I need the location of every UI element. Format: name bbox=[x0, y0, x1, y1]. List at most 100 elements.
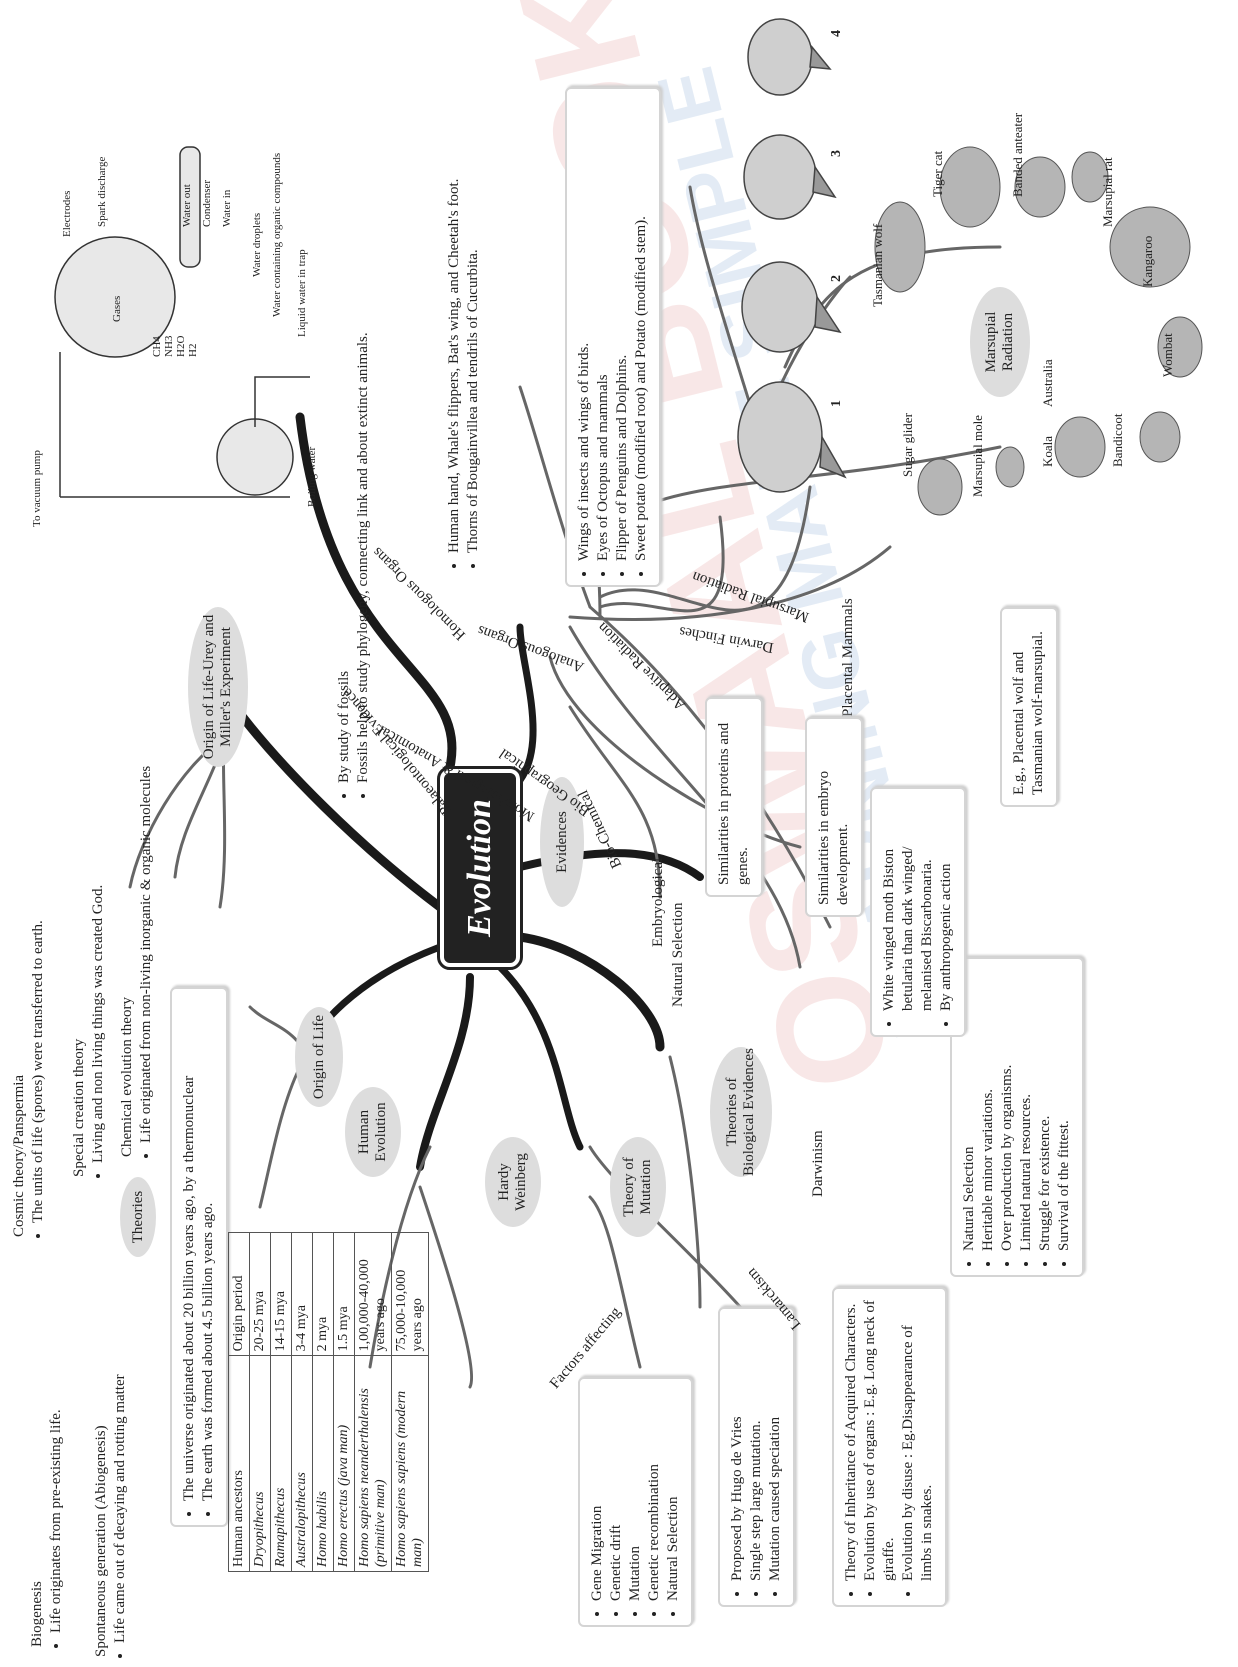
spontaneous-point: Life came out of decaying and rotting ma… bbox=[111, 1337, 130, 1643]
embryological-box: Similarities in embryo development. bbox=[805, 717, 863, 917]
analogous-point: Sweet potato (modified root) and Potato … bbox=[632, 99, 651, 561]
finch-number: 1 bbox=[829, 400, 844, 407]
special-creation-point: Living and non living things was created… bbox=[89, 737, 108, 1163]
table-row: Homo sapiens sapiens (modern man)75,000-… bbox=[391, 1232, 429, 1572]
theories-node: Theories bbox=[120, 1177, 156, 1257]
darwinism-point: Limited natural resources. bbox=[1017, 969, 1036, 1251]
embryological-label: Embryological bbox=[650, 857, 666, 947]
analogous-point: Eyes of Octopus and mammals bbox=[594, 99, 613, 561]
paleontological-point: By study of fossils bbox=[335, 317, 354, 783]
finch-head-icon bbox=[741, 261, 819, 353]
table-row: Homo sapiens neanderthalensis (primitive… bbox=[354, 1232, 392, 1572]
marsupial-name: Sugar glider bbox=[900, 413, 915, 477]
mutation-box: Proposed by Hugo de Vries Single step la… bbox=[718, 1307, 795, 1607]
gas-nh3: NH3 bbox=[163, 335, 175, 357]
chemical-evolution-theory: Chemical evolution theory Life originate… bbox=[118, 637, 156, 1157]
homologous-point: Human hand, Whale's flippers, Bat's wing… bbox=[445, 87, 464, 553]
earth-formed-point: The earth was formed about 4.5 billion y… bbox=[199, 999, 218, 1501]
biogenesis-point: Life originates from pre-existing life. bbox=[47, 1347, 66, 1633]
human-ancestors-table: Human ancestors Origin period Dryopithec… bbox=[228, 1232, 429, 1572]
analogous-point: Flipper of Penguins and Dolphins. bbox=[613, 99, 632, 561]
universe-origin-box: The universe originated about 20 billion… bbox=[170, 987, 228, 1527]
mutation-node: Theory of Mutation bbox=[610, 1137, 666, 1237]
cosmic-theory-title: Cosmic theory/Panspermia bbox=[11, 1074, 27, 1237]
finch-head-icon bbox=[743, 134, 817, 220]
marsupial-name: Wombat bbox=[1160, 333, 1175, 377]
marsupial-name: Marsupial mole bbox=[970, 415, 985, 497]
water-in-label: Water in bbox=[221, 189, 233, 227]
mutation-point: Mutation caused speciation bbox=[766, 1319, 785, 1581]
finch-number: 4 bbox=[829, 30, 844, 37]
homologous-box: Human hand, Whale's flippers, Bat's wing… bbox=[445, 87, 483, 567]
analogous-box: Wings of insects and wings of birds. Eye… bbox=[565, 87, 661, 587]
gases-label: Gases bbox=[111, 296, 123, 322]
miller-apparatus-diagram: Electrodes Spark discharge Gases Water o… bbox=[31, 146, 318, 527]
human-evolution-node: Human Evolution bbox=[345, 1087, 401, 1177]
factor-item: Genetic drift bbox=[607, 1389, 626, 1601]
chemical-evolution-title: Chemical evolution theory bbox=[119, 997, 135, 1157]
marsupial-name: Banded anteater bbox=[1010, 112, 1025, 197]
factor-item: Natural Selection bbox=[664, 1389, 683, 1601]
lamarckism-point: Evolution by disuse : Eg.Disappearance o… bbox=[899, 1299, 937, 1581]
vacuum-pump-label: To vacuum pump bbox=[31, 450, 43, 527]
marsupial-name: Bandicoot bbox=[1110, 413, 1125, 467]
lamarckism-box: Theory of Inheritance of Acquired Charac… bbox=[832, 1287, 947, 1607]
finch-number: 3 bbox=[829, 150, 844, 157]
biological-evidences-node: Theories of Biological Evidences bbox=[710, 1047, 772, 1177]
spontaneous-generation: Spontaneous generation (Abiogenesis) Lif… bbox=[92, 1337, 130, 1657]
table-header-ancestors: Human ancestors bbox=[228, 1355, 250, 1572]
paleontological-point: Fossils help to study phylogeny, connect… bbox=[354, 317, 373, 783]
hardy-weinberg-node: Hardy Weinberg bbox=[485, 1137, 541, 1227]
finch-number: 2 bbox=[829, 275, 844, 282]
darwinism-label: Darwinism bbox=[810, 1130, 826, 1197]
biogenesis: Biogenesis Life originates from pre-exis… bbox=[28, 1347, 66, 1647]
finch-head-icon bbox=[737, 381, 823, 493]
cosmic-theory-point: The units of life (spores) were transfer… bbox=[29, 817, 48, 1223]
analogous-point: Wings of insects and wings of birds. bbox=[575, 99, 594, 561]
special-creation-title: Special creation theory bbox=[71, 1038, 87, 1177]
mutation-point: Proposed by Hugo de Vries bbox=[728, 1319, 747, 1581]
paleontological-box: By study of fossils Fossils help to stud… bbox=[335, 317, 373, 797]
marsupial-name: Tiger cat bbox=[930, 150, 945, 197]
factor-item: Genetic recombination bbox=[645, 1389, 664, 1601]
factor-item: Mutation bbox=[626, 1389, 645, 1601]
mutation-point: Single step large mutation. bbox=[747, 1319, 766, 1581]
darwinism-point: Over production by organisms. bbox=[998, 969, 1017, 1251]
spontaneous-title: Spontaneous generation (Abiogenesis) bbox=[93, 1425, 109, 1657]
marsupial-name: Koala bbox=[1040, 435, 1055, 467]
lamarckism-point: Theory of Inheritance of Acquired Charac… bbox=[842, 1299, 861, 1581]
electrodes-label: Electrodes bbox=[61, 191, 73, 237]
finch-head-icon bbox=[747, 18, 813, 96]
darwinism-box: Natural Selection Heritable minor variat… bbox=[950, 957, 1084, 1277]
gas-ch4: CH4 bbox=[151, 336, 163, 357]
natural-selection-point: By anthropogenic action bbox=[937, 799, 956, 1011]
miller-experiment-node: Origin of Life-Urey and Miller's Experim… bbox=[188, 607, 248, 767]
marsupial-name: Tasmanian wolf bbox=[870, 223, 885, 307]
water-out-label: Water out bbox=[181, 184, 193, 227]
spark-label: Spark discharge bbox=[96, 157, 108, 227]
cosmic-theory: Cosmic theory/Panspermia The units of li… bbox=[10, 817, 48, 1237]
placental-box: E.g., Placental wolf and Tasmanian wolf-… bbox=[1000, 607, 1058, 807]
marsupial-name: Marsupial rat bbox=[1100, 157, 1115, 227]
placental-mammals-label: Placental Mammals bbox=[840, 598, 856, 717]
lamarckism-point: Evolution by use of organs : E.g. Long n… bbox=[861, 1299, 899, 1581]
biogenesis-title: Biogenesis bbox=[29, 1581, 45, 1647]
marsupial-animals-illustration bbox=[874, 146, 1203, 516]
liquid-water-label: Liquid water in trap bbox=[296, 249, 308, 337]
special-creation-theory: Special creation theory Living and non l… bbox=[70, 737, 108, 1177]
water-droplets-label: Water droplets bbox=[251, 213, 263, 277]
gas-h2: H2 bbox=[187, 344, 199, 357]
darwinism-point: Struggle for existence. bbox=[1036, 969, 1055, 1251]
homologous-point: Thorns of Bougainvillea and tendrils of … bbox=[464, 87, 483, 553]
natural-selection-point: White winged moth Biston betularia than … bbox=[880, 799, 937, 1011]
table-row: Homo erectus (java man)1.5 mya bbox=[333, 1232, 355, 1572]
factor-item: Gene Migration bbox=[588, 1389, 607, 1601]
gas-h2o: H2O bbox=[175, 336, 187, 357]
biochemical-text: Similarities in proteins and genes. bbox=[716, 722, 751, 885]
condenser-label: Condenser bbox=[201, 180, 213, 227]
